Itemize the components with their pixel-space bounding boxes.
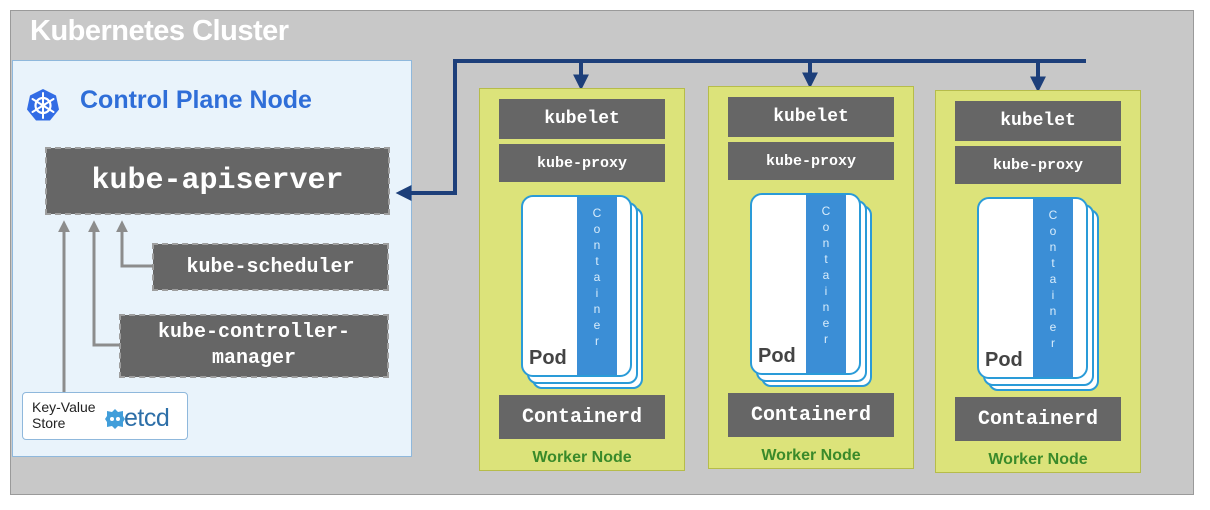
container-letter: C xyxy=(821,204,831,218)
containerd-label: Containerd xyxy=(977,407,1099,431)
api-bus-line xyxy=(395,59,1086,201)
kubelet-label: kubelet xyxy=(544,109,620,129)
kube-proxy-label: kube-proxy xyxy=(765,152,856,170)
container-letter: i xyxy=(595,286,599,300)
containerd-label: Containerd xyxy=(750,403,872,427)
container-letter: t xyxy=(824,252,828,266)
container-letter: n xyxy=(593,238,601,252)
containerd-box: Containerd xyxy=(955,397,1121,441)
worker-node-label: Worker Node xyxy=(761,447,861,464)
container-letter: i xyxy=(1051,288,1055,302)
key-value-store-label: Key-Value Store xyxy=(32,399,102,431)
kube-scheduler-label: kube-scheduler xyxy=(186,255,355,279)
worker-node-label: Worker Node xyxy=(532,449,632,466)
kubernetes-wheel-icon xyxy=(27,89,59,121)
container-letter: t xyxy=(595,254,599,268)
container-letter: C xyxy=(592,206,602,220)
kube-controller-manager-label-line2: manager xyxy=(211,347,296,370)
kube-proxy-label: kube-proxy xyxy=(536,154,627,172)
container-letter: C xyxy=(1048,208,1058,222)
container-letter: e xyxy=(593,318,601,332)
pod-label: Pod xyxy=(529,347,567,369)
containerd-box: Containerd xyxy=(728,393,894,437)
key-value-label-line2: Store xyxy=(32,415,66,431)
etcd-store-box xyxy=(22,392,188,440)
container-letter: a xyxy=(593,270,601,284)
container-letter: o xyxy=(1049,224,1057,238)
container-letter: e xyxy=(1049,320,1057,334)
kube-controller-manager-label-line1: kube-controller- xyxy=(157,321,351,344)
container-letter: n xyxy=(822,236,830,250)
container-letter: i xyxy=(824,284,828,298)
etcd-logo-text: etcd xyxy=(124,404,170,432)
kube-apiserver-box: kube-apiserver xyxy=(45,147,390,215)
kubelet-label: kubelet xyxy=(1000,111,1076,131)
container-letter: r xyxy=(1051,336,1055,350)
kubelet-label: kubelet xyxy=(773,107,849,127)
worker-node-label: Worker Node xyxy=(988,451,1088,468)
container-letter: o xyxy=(822,220,830,234)
cluster-title: Kubernetes Cluster xyxy=(30,15,289,47)
kube-proxy-box: kube-proxy xyxy=(499,144,665,182)
etcd-icon xyxy=(105,409,125,429)
containerd-box: Containerd xyxy=(499,395,665,439)
kube-scheduler-box: kube-scheduler xyxy=(152,243,389,291)
kubelet-box: kubelet xyxy=(499,99,665,139)
containerd-label: Containerd xyxy=(521,405,643,429)
kubelet-box: kubelet xyxy=(955,101,1121,141)
kube-apiserver-label: kube-apiserver xyxy=(91,164,344,198)
kube-controller-manager-box: kube-controller- manager xyxy=(119,314,389,378)
kube-proxy-box: kube-proxy xyxy=(955,146,1121,184)
control-plane-title: Control Plane Node xyxy=(80,86,312,114)
container-letter: r xyxy=(824,332,828,346)
container-letter: n xyxy=(1049,240,1057,254)
container-letter: o xyxy=(593,222,601,236)
container-letter: t xyxy=(1051,256,1055,270)
pod-label: Pod xyxy=(758,345,796,367)
kubelet-box: kubelet xyxy=(728,97,894,137)
control-plane-internal-links xyxy=(58,220,153,392)
container-letter: a xyxy=(822,268,830,282)
container-letter: n xyxy=(822,300,830,314)
container-letter: n xyxy=(593,302,601,316)
kube-proxy-box: kube-proxy xyxy=(728,142,894,180)
container-letter: r xyxy=(595,334,599,348)
pod-label: Pod xyxy=(985,349,1023,371)
key-value-label-line1: Key-Value xyxy=(32,399,96,415)
kube-proxy-label: kube-proxy xyxy=(992,156,1083,174)
container-letter: n xyxy=(1049,304,1057,318)
container-letter: a xyxy=(1049,272,1057,286)
container-letter: e xyxy=(822,316,830,330)
